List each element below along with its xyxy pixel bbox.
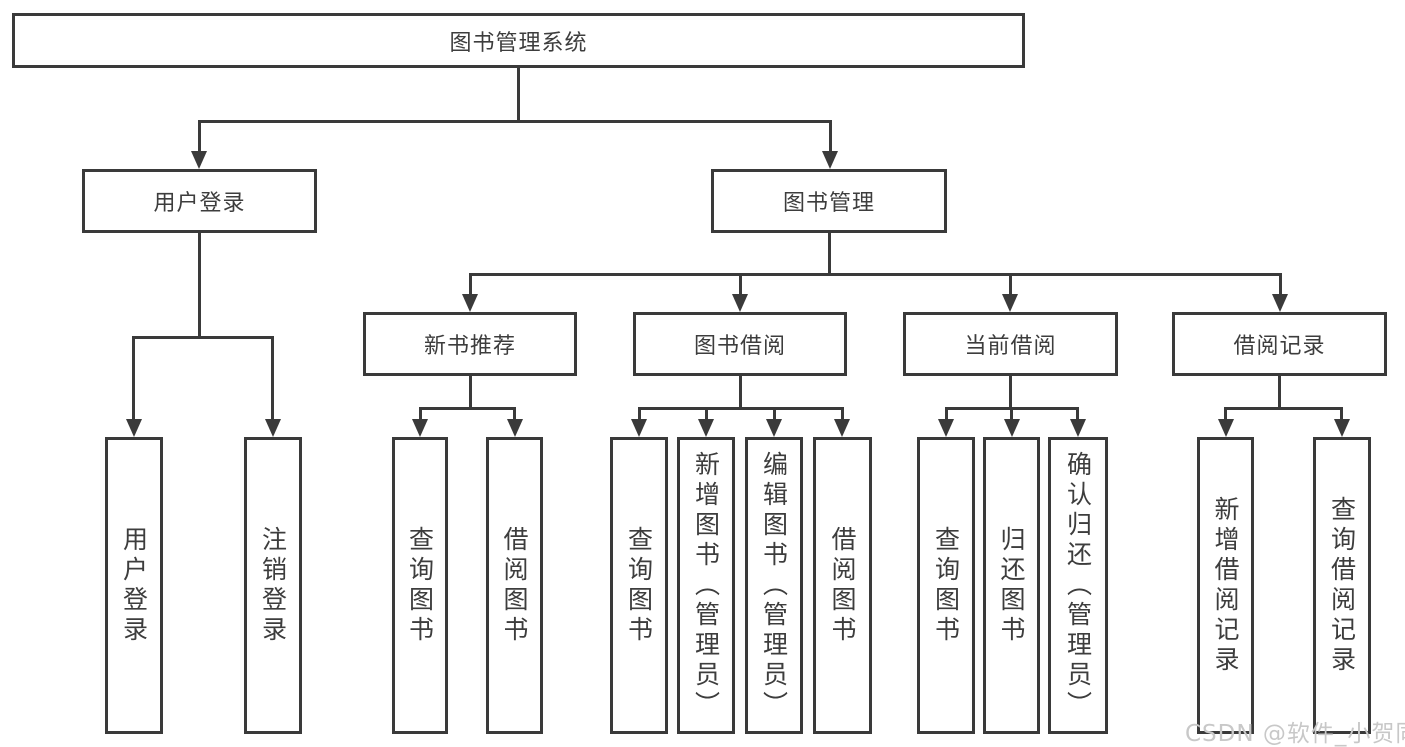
arrowhead-down — [1070, 419, 1086, 437]
connector-line — [469, 273, 1282, 276]
leaf-borrow-books-borrowing: 借阅图书 — [813, 437, 872, 734]
leaf-label: 查询图书 — [624, 525, 654, 646]
arrowhead-down — [732, 294, 748, 312]
leaf-borrow-books-recommend: 借阅图书 — [486, 437, 543, 734]
leaf-query-borrow-record: 查询借阅记录 — [1313, 437, 1371, 734]
node-label: 当前借阅 — [964, 334, 1057, 359]
node-library-management-system: 图书管理系统 — [12, 13, 1025, 68]
connector-line — [198, 233, 201, 336]
node-book-borrowing: 图书借阅 — [633, 312, 847, 376]
connector-line — [271, 336, 274, 419]
connector-line — [419, 407, 422, 419]
connector-line — [1010, 407, 1013, 419]
leaf-add-borrow-record: 新增借阅记录 — [1197, 437, 1254, 734]
node-label: 用户登录 — [153, 191, 246, 216]
connector-line — [773, 407, 776, 419]
node-label: 图书管理 — [782, 191, 875, 216]
arrowhead-down — [265, 419, 281, 437]
leaf-label: 借阅图书 — [828, 525, 857, 646]
arrowhead-down — [631, 419, 647, 437]
arrowhead-down — [191, 151, 207, 169]
leaf-label: 编辑图书（管理员） — [759, 450, 789, 721]
leaf-label: 查询借阅记录 — [1327, 495, 1357, 676]
leaf-label: 归还图书 — [997, 525, 1026, 646]
leaf-label: 查询图书 — [405, 525, 435, 646]
leaf-label: 新增图书（管理员） — [691, 450, 721, 721]
connector-line — [132, 336, 274, 339]
connector-line — [1340, 407, 1343, 419]
node-label: 图书管理系统 — [449, 30, 588, 56]
node-label: 借阅记录 — [1233, 334, 1326, 359]
connector-line — [517, 68, 520, 120]
connector-line — [419, 407, 516, 410]
node-user-login: 用户登录 — [82, 169, 317, 233]
connector-line — [638, 407, 844, 410]
node-label: 新书推荐 — [423, 334, 516, 359]
arrowhead-down — [1334, 419, 1350, 437]
connector-line — [1009, 273, 1012, 295]
leaf-label: 借阅图书 — [500, 525, 529, 646]
leaf-logout-login: 注销登录 — [244, 437, 302, 734]
arrowhead-down — [1272, 294, 1288, 312]
connector-line — [638, 407, 641, 419]
node-book-management: 图书管理 — [711, 169, 947, 233]
leaf-edit-book-admin: 编辑图书（管理员） — [745, 437, 803, 734]
leaf-user-login: 用户登录 — [105, 437, 163, 734]
connector-line — [1224, 407, 1343, 410]
connector-line — [469, 376, 472, 407]
leaf-label: 用户登录 — [119, 525, 149, 646]
arrowhead-down — [834, 419, 850, 437]
leaf-label: 查询图书 — [931, 525, 961, 646]
arrowhead-down — [698, 419, 714, 437]
connector-line — [513, 407, 516, 419]
connector-line — [132, 336, 135, 419]
leaf-add-book-admin: 新增图书（管理员） — [677, 437, 735, 734]
connector-line — [1076, 407, 1079, 419]
leaf-label: 注销登录 — [258, 525, 288, 646]
arrowhead-down — [1004, 419, 1020, 437]
leaf-label: 确认归还（管理员） — [1063, 450, 1093, 721]
connector-line — [945, 407, 948, 419]
node-borrow-records: 借阅记录 — [1172, 312, 1387, 376]
arrowhead-down — [1002, 294, 1018, 312]
connector-line — [1224, 407, 1227, 419]
arrowhead-down — [766, 419, 782, 437]
node-label: 图书借阅 — [693, 334, 786, 359]
arrowhead-down — [507, 419, 523, 437]
leaf-query-books-borrowing: 查询图书 — [610, 437, 668, 734]
connector-line — [1279, 273, 1282, 295]
connector-line — [841, 407, 844, 419]
node-current-borrowing: 当前借阅 — [903, 312, 1118, 376]
watermark: CSDN @软件_小贺同学 — [1185, 721, 1405, 747]
connector-line — [198, 120, 832, 123]
node-new-book-recommend: 新书推荐 — [363, 312, 577, 376]
leaf-query-books-current: 查询图书 — [917, 437, 975, 734]
arrowhead-down — [1218, 419, 1234, 437]
leaf-confirm-return-admin: 确认归还（管理员） — [1048, 437, 1108, 734]
connector-line — [1009, 376, 1012, 407]
connector-line — [198, 120, 201, 155]
arrowhead-down — [938, 419, 954, 437]
connector-line — [469, 273, 472, 295]
arrowhead-down — [126, 419, 142, 437]
connector-line — [739, 376, 742, 407]
connector-line — [705, 407, 708, 419]
connector-line — [739, 273, 742, 295]
connector-line — [828, 233, 831, 276]
arrowhead-down — [822, 151, 838, 169]
connector-line — [829, 120, 832, 155]
arrowhead-down — [412, 419, 428, 437]
leaf-query-books-recommend: 查询图书 — [392, 437, 448, 734]
arrowhead-down — [462, 294, 478, 312]
connector-line — [1278, 376, 1281, 407]
leaf-label: 新增借阅记录 — [1211, 495, 1240, 676]
leaf-return-book: 归还图书 — [983, 437, 1040, 734]
